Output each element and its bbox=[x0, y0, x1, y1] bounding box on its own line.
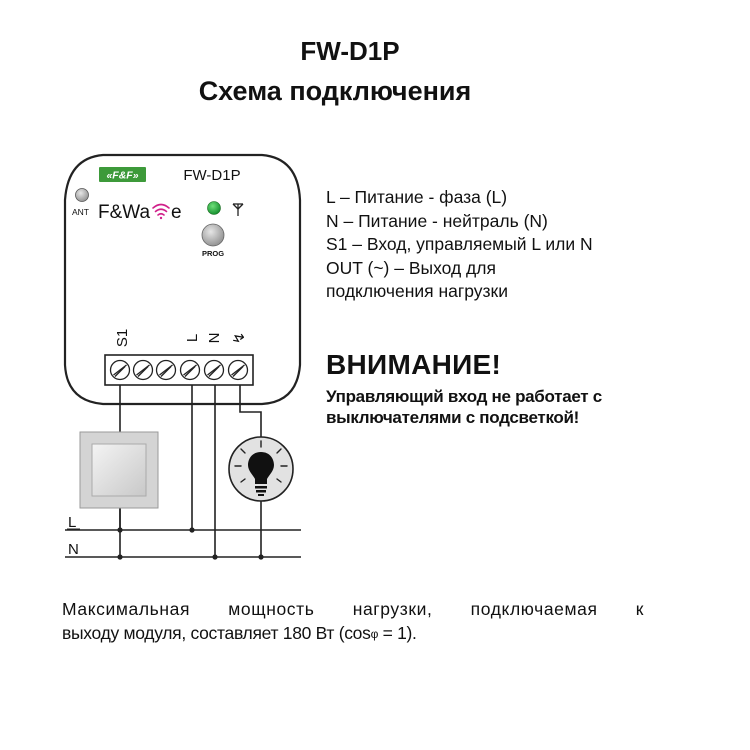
warning-line: Управляющий вход не работает с bbox=[326, 387, 602, 406]
page-subtitle: Схема подключения bbox=[198, 76, 472, 106]
terminal-screw bbox=[179, 359, 201, 381]
warning-title: ВНИМАНИЕ! bbox=[326, 349, 502, 380]
terminal-screw bbox=[203, 359, 225, 381]
brand-badge bbox=[99, 167, 146, 182]
max-power-line-1: Максимальная мощность нагрузки, подключа… bbox=[62, 599, 644, 619]
junction-dot bbox=[117, 527, 123, 533]
max-power-line-2: выходу модуля, составляет 180 Вт (cosφ =… bbox=[62, 621, 644, 646]
legend-item: N – Питание - нейтраль (N) bbox=[326, 210, 548, 231]
antenna-icon bbox=[232, 203, 244, 216]
junction-dots bbox=[117, 527, 264, 560]
device-model-label: FW-D1P bbox=[183, 167, 240, 184]
terminal-screw bbox=[227, 359, 249, 381]
junction-dot bbox=[258, 554, 264, 560]
terminal-label-s1: S1 bbox=[114, 329, 131, 347]
max-power-text-end: = 1). bbox=[378, 623, 417, 643]
phi-symbol: φ bbox=[370, 627, 379, 641]
terminal-screws bbox=[109, 359, 249, 381]
warning-line: выключателями с подсветкой! bbox=[326, 408, 580, 427]
legend-item: S1 – Вход, управляемый L или N bbox=[326, 234, 593, 254]
legend-item: подключения нагрузки bbox=[326, 281, 508, 301]
prog-label: PROG bbox=[202, 249, 224, 258]
prog-button[interactable] bbox=[201, 223, 225, 247]
max-power-note: Максимальная мощность нагрузки, подключа… bbox=[62, 597, 644, 646]
junction-dot bbox=[212, 554, 218, 560]
terminal-label-n: N bbox=[206, 333, 223, 344]
terminal-screw bbox=[132, 359, 154, 381]
ant-label: ANT bbox=[72, 207, 89, 217]
lamp-icon bbox=[228, 436, 294, 502]
bus-label-l: L bbox=[68, 514, 76, 531]
terminal-screw bbox=[109, 359, 131, 381]
page-title: FW-D1P bbox=[300, 36, 400, 66]
junction-dot bbox=[189, 527, 195, 533]
fwave-logo-right: e bbox=[171, 202, 182, 223]
status-led bbox=[207, 201, 221, 215]
terminal-label-l: L bbox=[184, 334, 201, 342]
warning-text: Управляющий вход не работает с выключате… bbox=[326, 386, 602, 428]
wifi-icon bbox=[152, 203, 170, 220]
fwave-logo-left: F&Wa bbox=[98, 202, 151, 223]
ant-indicator bbox=[75, 188, 89, 202]
terminal-label-out: ↯ bbox=[231, 332, 248, 345]
legend-item: OUT (~) – Выход для bbox=[326, 257, 496, 278]
junction-dot bbox=[117, 554, 123, 560]
terminal-screw bbox=[155, 359, 177, 381]
bus-label-n: N bbox=[68, 541, 79, 558]
brand-badge-text: «F&F» bbox=[106, 170, 138, 182]
wire-out bbox=[239, 385, 262, 437]
bus-lines bbox=[65, 529, 301, 558]
wall-switch bbox=[79, 431, 159, 509]
terminal-legend: L – Питание - фаза (L) N – Питание - ней… bbox=[326, 186, 593, 304]
legend-item: L – Питание - фаза (L) bbox=[326, 187, 508, 207]
device-body bbox=[63, 153, 302, 406]
max-power-text: выходу модуля, составляет 180 Вт (cos bbox=[62, 623, 371, 643]
